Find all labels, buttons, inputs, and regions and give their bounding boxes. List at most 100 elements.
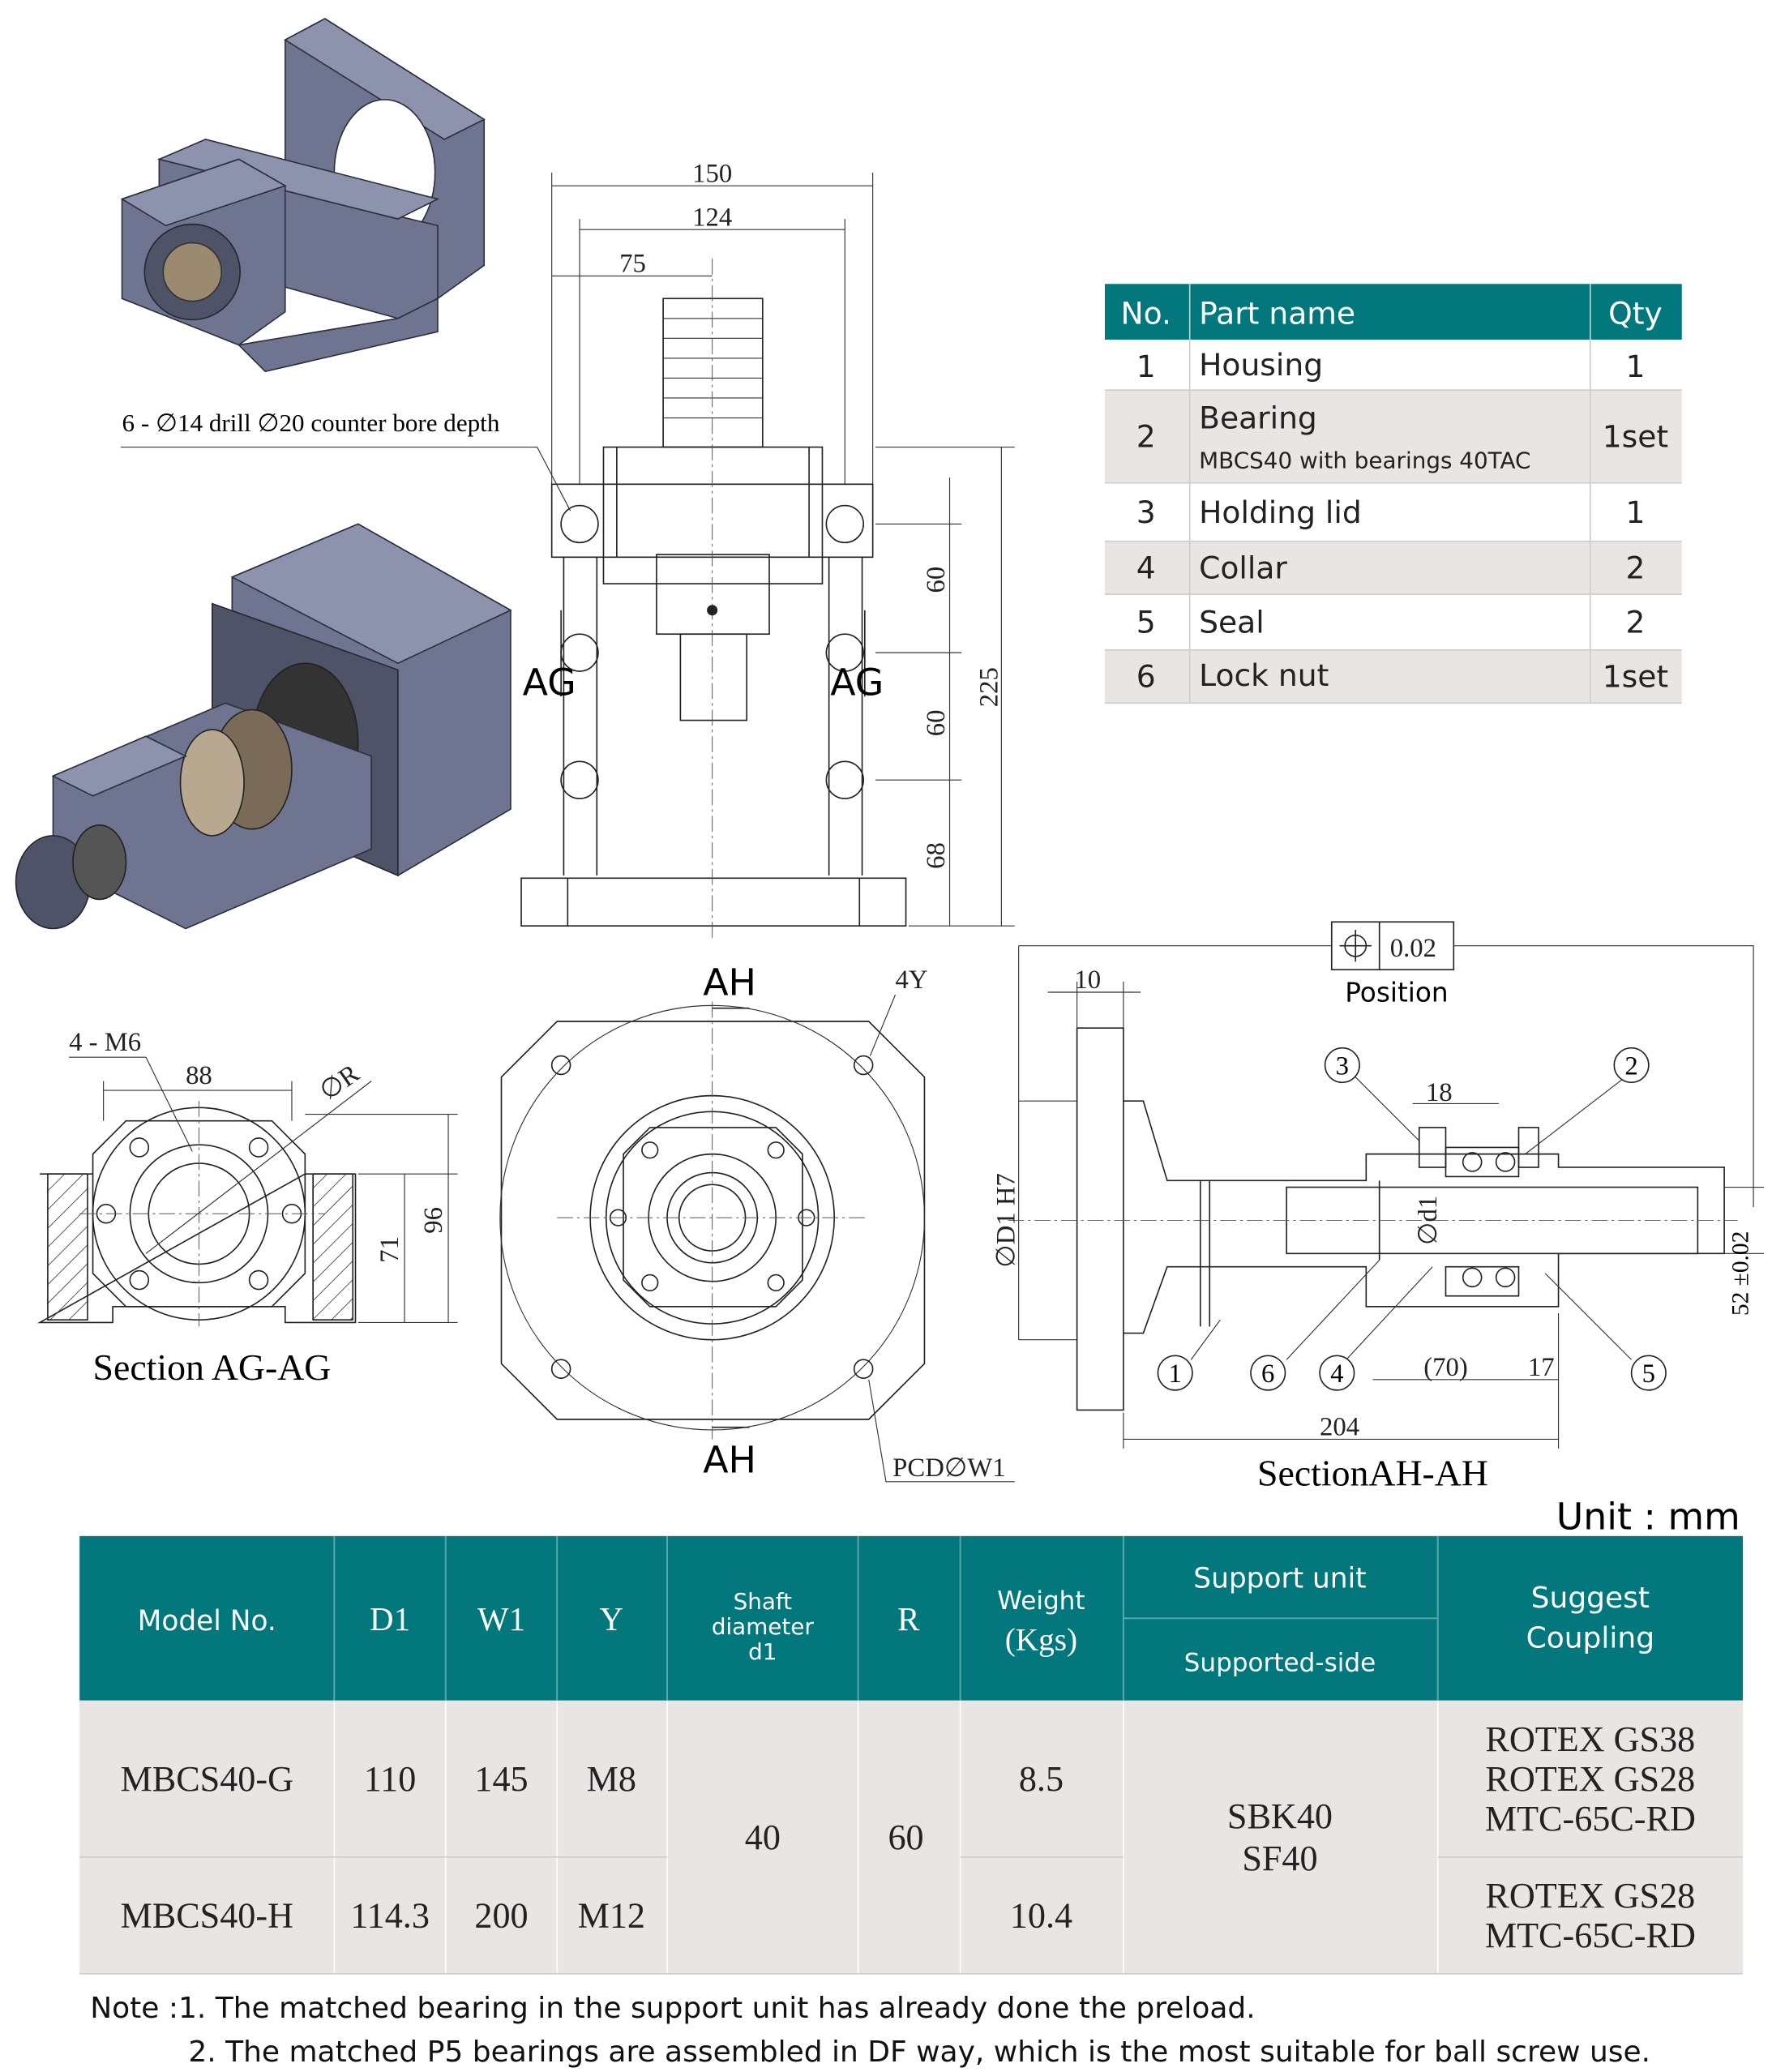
part-no: 2: [1136, 419, 1156, 455]
row-w1: 200: [474, 1896, 528, 1936]
header-supported-side: Supported-side: [1184, 1649, 1376, 1678]
section-ah-title: SectionAH-AH: [1257, 1453, 1488, 1494]
shared-supported-side: SBK40: [1227, 1796, 1333, 1836]
d1-small-label: ∅d1: [1414, 1196, 1443, 1245]
part-name: Seal: [1199, 605, 1265, 640]
header-shaft-2: diameter: [712, 1613, 815, 1640]
balloon-2: 2: [1624, 1051, 1637, 1081]
spec-table: Model No. D1 W1 Y Shaft diameter d1 R We…: [79, 1535, 1744, 1975]
dim-70: (70): [1423, 1353, 1468, 1382]
header-coupling-1: Suggest: [1531, 1582, 1650, 1615]
section-ah-view: 0.02 Position 10 ∅D1 H7 18 ∅d1 52 ±0.02 …: [992, 921, 1765, 1494]
dim-60-upper: 60: [922, 567, 951, 593]
tolerance-label: Position: [1345, 977, 1448, 1008]
section-ag-title: Section AG-AG: [93, 1346, 332, 1388]
isometric-view-housing: [120, 18, 486, 373]
section-ag-right-label: AG: [830, 660, 884, 704]
row-y: M12: [578, 1896, 645, 1936]
row-w1: 145: [474, 1759, 528, 1799]
header-shaft-3: d1: [748, 1638, 777, 1665]
row-weight: 10.4: [1010, 1896, 1072, 1936]
note-1: Note :1. The matched bearing in the supp…: [90, 1992, 1255, 2025]
shared-supported-side: SF40: [1242, 1839, 1317, 1878]
part-no: 5: [1136, 605, 1156, 640]
row-weight: 8.5: [1019, 1759, 1064, 1799]
part-no: 3: [1136, 494, 1156, 530]
d1-h7-label: ∅D1 H7: [992, 1173, 1021, 1268]
pcd-label: PCD∅W1: [892, 1453, 1005, 1483]
part-qty: 2: [1625, 550, 1645, 586]
part-qty: 2: [1625, 605, 1645, 640]
header-weight-unit: (Kgs): [1005, 1623, 1077, 1658]
row-d1: 110: [364, 1759, 417, 1799]
tolerance-value: 0.02: [1390, 934, 1436, 963]
dim-225: 225: [974, 667, 1004, 707]
dim-204: 204: [1320, 1413, 1359, 1442]
header-w1: W1: [477, 1601, 525, 1637]
section-ah-bottom-label: AH: [703, 1437, 756, 1481]
part-name: Housing: [1199, 347, 1323, 383]
dim-124: 124: [692, 203, 732, 232]
part-no: 4: [1136, 550, 1156, 586]
row-model: MBCS40-H: [121, 1896, 293, 1936]
dim-71: 71: [375, 1236, 404, 1263]
section-ag-view: 4 - M6 88 ∅R 71 96 Section AG-AG: [36, 1028, 458, 1388]
row-coupling: MTC-65C-RD: [1485, 1916, 1696, 1955]
balloon-1: 1: [1169, 1359, 1182, 1389]
header-weight: Weight: [997, 1586, 1085, 1616]
part-qty: 1: [1625, 349, 1645, 384]
isometric-view-motor-assembly: [15, 523, 512, 930]
part-name: Lock nut: [1199, 657, 1329, 693]
part-qty: 1: [1625, 494, 1645, 530]
balloon-6: 6: [1261, 1359, 1274, 1389]
dim-75: 75: [619, 250, 646, 279]
dim-150: 150: [692, 159, 732, 188]
row-coupling: ROTEX GS28: [1485, 1759, 1695, 1799]
part-qty: 1set: [1603, 419, 1668, 455]
part-qty: 1set: [1603, 659, 1668, 695]
note-2: 2. The matched P5 bearings are assembled…: [188, 2036, 1650, 2069]
header-y: Y: [600, 1601, 624, 1637]
parts-header-name: Part name: [1199, 295, 1355, 331]
balloons: 1 2 3 4 5 6: [1157, 1047, 1667, 1391]
dim-88: 88: [186, 1061, 212, 1090]
radius-label: ∅R: [315, 1059, 365, 1106]
part-name: Collar: [1199, 550, 1287, 586]
section-ag-left-label: AG: [523, 660, 576, 704]
header-r: R: [897, 1601, 920, 1637]
header-shaft-1: Shaft: [734, 1588, 793, 1615]
dim-10: 10: [1074, 965, 1101, 995]
header-model: Model No.: [138, 1605, 276, 1637]
dim-68: 68: [922, 842, 951, 869]
unit-label: Unit : mm: [1556, 1495, 1740, 1539]
m6-label: 4 - M6: [69, 1028, 141, 1057]
row-coupling: MTC-65C-RD: [1485, 1799, 1696, 1839]
front-view: 150 124 75 6 - ∅14 drill ∅20 counter bor…: [120, 159, 1015, 942]
header-support-unit: Support unit: [1193, 1563, 1366, 1595]
parts-header-qty: Qty: [1608, 295, 1663, 331]
row-coupling: ROTEX GS38: [1485, 1719, 1695, 1759]
part-no: 6: [1136, 659, 1156, 695]
balloon-3: 3: [1336, 1051, 1349, 1081]
section-ah-top-label: AH: [703, 960, 756, 1004]
part-subtitle: MBCS40 with bearings 40TAC: [1199, 447, 1530, 474]
drill-note: 6 - ∅14 drill ∅20 counter bore depth: [122, 409, 500, 437]
end-view: AH AH 4Y PCD∅W1: [499, 960, 1015, 1483]
part-name: Bearing: [1199, 400, 1317, 436]
dim-52: 52 ±0.02: [1728, 1231, 1754, 1316]
part-name: Holding lid: [1199, 494, 1362, 530]
label-4y: 4Y: [895, 965, 927, 995]
shared-r: 60: [888, 1817, 923, 1857]
dim-18: 18: [1426, 1078, 1453, 1107]
balloon-5: 5: [1642, 1359, 1655, 1389]
dim-96: 96: [419, 1207, 448, 1234]
shared-shaft: 40: [745, 1817, 781, 1857]
dim-17: 17: [1528, 1353, 1555, 1382]
part-no: 1: [1136, 349, 1156, 384]
parts-table: No. Part name Qty 1 Housing 1 2 Bearing …: [1104, 284, 1682, 704]
balloon-4: 4: [1330, 1359, 1343, 1389]
row-y: M8: [587, 1759, 636, 1799]
header-d1: D1: [370, 1601, 410, 1637]
header-coupling-2: Coupling: [1526, 1621, 1654, 1655]
